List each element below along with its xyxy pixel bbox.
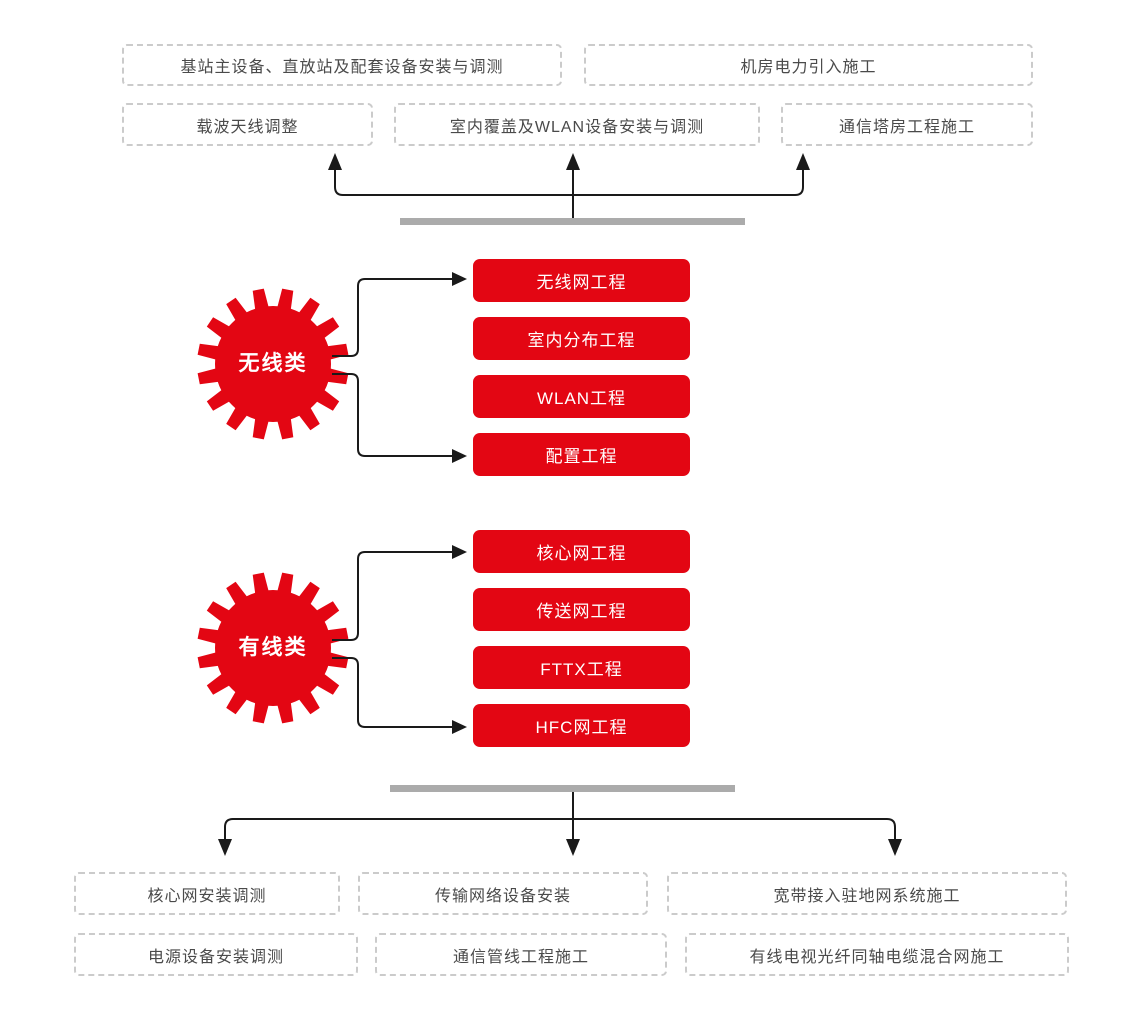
top-box-carrier-antenna: 载波天线调整: [122, 103, 373, 146]
bottom-box-transmission-install: 传输网络设备安装: [358, 872, 648, 915]
wireless-branch-top: [332, 278, 452, 357]
arrow-up-icon: [566, 153, 580, 170]
bottom-box-core-install: 核心网安装调测: [74, 872, 340, 915]
connector-lines: [224, 164, 896, 841]
bottom-box-power-install: 电源设备安装调测: [74, 933, 358, 976]
arrow-down-icon: [218, 839, 232, 856]
top-separator-bar: [400, 218, 745, 225]
wireless-box-wlan: WLAN工程: [473, 375, 690, 418]
wired-box-core-network: 核心网工程: [473, 530, 690, 573]
bottom-box-pipeline-construction: 通信管线工程施工: [375, 933, 667, 976]
arrow-down-icon: [566, 839, 580, 856]
top-bracket-line: [334, 164, 804, 196]
arrow-right-icon: [452, 720, 467, 734]
wireless-branch-bottom: [332, 373, 452, 457]
top-box-tower-room: 通信塔房工程施工: [781, 103, 1033, 146]
arrow-down-icon: [888, 839, 902, 856]
arrow-up-icon: [796, 153, 810, 170]
wireless-box-radio-network: 无线网工程: [473, 259, 690, 302]
wired-box-fttx: FTTX工程: [473, 646, 690, 689]
arrow-right-icon: [452, 449, 467, 463]
top-box-indoor-wlan: 室内覆盖及WLAN设备安装与调测: [394, 103, 760, 146]
arrow-right-icon: [452, 545, 467, 559]
arrow-up-icon: [328, 153, 342, 170]
wired-branch-bottom: [332, 657, 452, 728]
gear-wired-label: 有线类: [238, 636, 308, 659]
gear-wireless-icon: [197, 288, 349, 440]
wired-box-hfc: HFC网工程: [473, 704, 690, 747]
bottom-box-catv-hfc-construction: 有线电视光纤同轴电缆混合网施工: [685, 933, 1069, 976]
top-box-power-intro: 机房电力引入施工: [584, 44, 1033, 86]
gear-wired-icon: [197, 572, 349, 724]
arrow-right-icon: [452, 272, 467, 286]
wired-branch-top: [332, 551, 452, 641]
gear-wireless-label: 无线类: [238, 352, 308, 375]
wireless-box-indoor-distribution: 室内分布工程: [473, 317, 690, 360]
top-box-base-station: 基站主设备、直放站及配套设备安装与调测: [122, 44, 562, 86]
wireless-box-configuration: 配置工程: [473, 433, 690, 476]
bottom-box-broadband-access: 宽带接入驻地网系统施工: [667, 872, 1067, 915]
wired-box-transport-network: 传送网工程: [473, 588, 690, 631]
arrowheads: [218, 153, 902, 856]
bottom-bracket-line: [224, 818, 896, 841]
bottom-separator-bar: [390, 785, 735, 792]
